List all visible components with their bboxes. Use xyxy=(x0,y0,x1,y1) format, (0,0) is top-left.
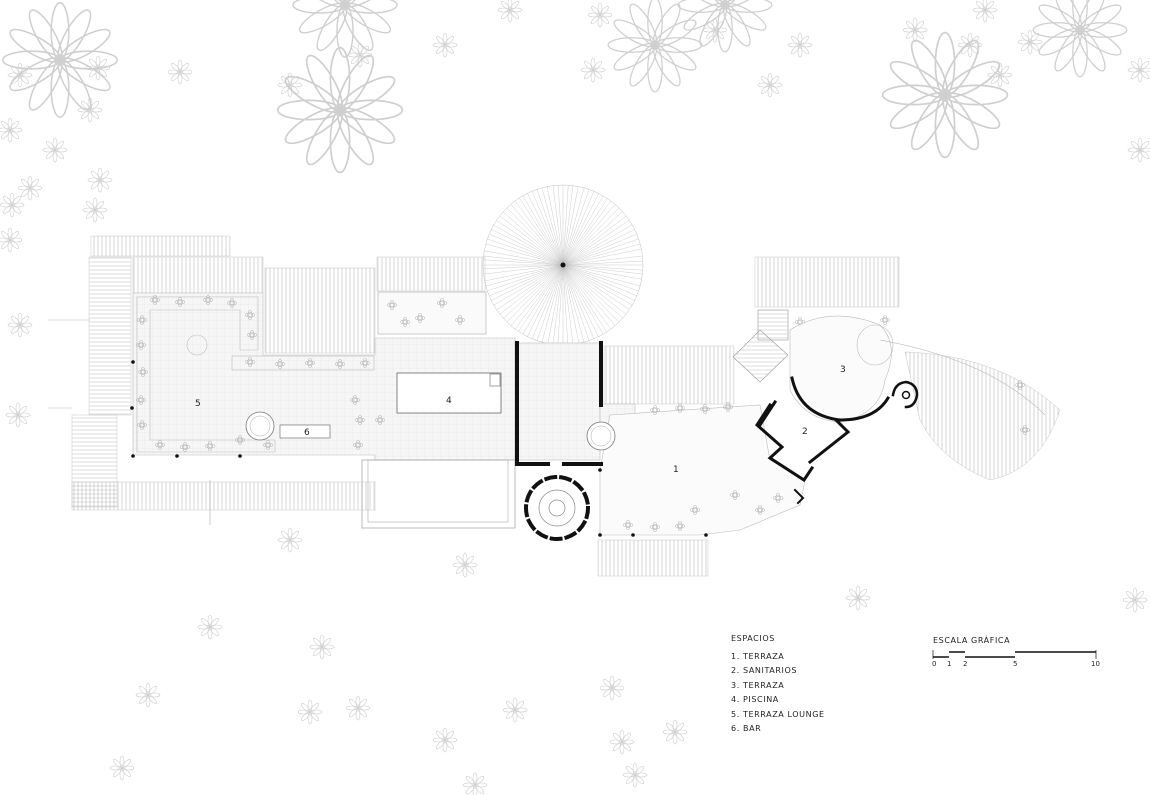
scale-label-0: 0 xyxy=(932,660,937,668)
legend-item: 1.TERRAZA xyxy=(731,651,785,661)
room-label-4: 4 xyxy=(446,396,452,406)
room-label-1: 1 xyxy=(673,465,679,475)
legend-title: ESPACIOS xyxy=(731,634,775,643)
legend: ESPACIOS 1.TERRAZA 2.SANITARIOS 3.TERRAZ… xyxy=(731,632,825,737)
room-label-3: 3 xyxy=(840,365,846,375)
legend-item: 2.SANITARIOS xyxy=(731,666,798,675)
scale-label-2: 2 xyxy=(963,660,968,668)
scale-label-10: 10 xyxy=(1091,660,1100,668)
legend-item: 4.PISCINA xyxy=(731,695,779,704)
scale-title: ESCALA GRÁFICA xyxy=(933,636,1011,645)
columns xyxy=(130,360,708,537)
legend-item: 3.TERRAZA xyxy=(731,680,785,690)
room-label-6: 6 xyxy=(304,428,310,438)
radial-canopy xyxy=(477,179,649,351)
walls xyxy=(515,341,919,541)
floor-surfaces xyxy=(48,291,806,536)
scale-label-5: 5 xyxy=(1013,660,1018,668)
room-label-2: 2 xyxy=(802,427,808,437)
legend-item: 5.TERRAZA LOUNGE xyxy=(731,709,825,719)
scale-label-1: 1 xyxy=(947,660,952,668)
graphic-scale-bar xyxy=(932,650,1097,659)
legend-item: 6.BAR xyxy=(731,724,762,733)
room-label-5: 5 xyxy=(195,399,201,409)
terrace-3-platform xyxy=(789,315,1046,423)
deck-areas xyxy=(71,235,1061,577)
